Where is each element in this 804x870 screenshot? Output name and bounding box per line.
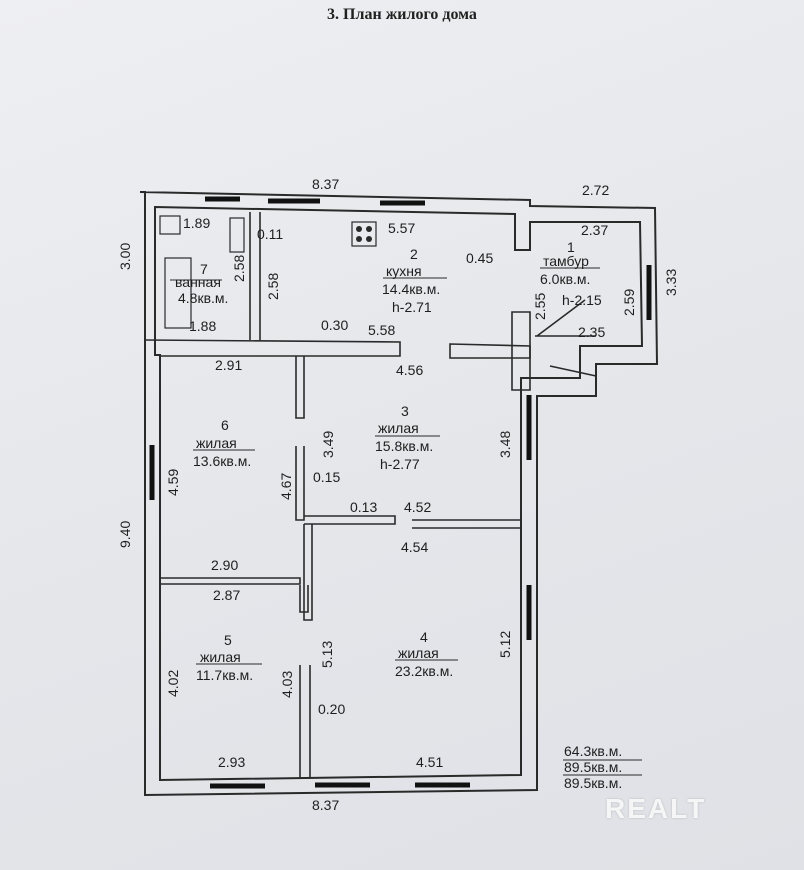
dim-left-top: 3.00 — [117, 243, 133, 270]
room-6-name: жилая — [196, 435, 237, 451]
sink-icon — [159, 215, 181, 235]
bath-fixtures — [159, 215, 245, 329]
dim-r4-bottom: 4.51 — [416, 754, 443, 770]
room-5-name: жилая — [200, 649, 241, 665]
dim-top-total: 8.37 — [312, 176, 339, 192]
dim-r5-bottom: 2.93 — [218, 754, 245, 770]
dim-r3-wall-a: 0.15 — [313, 469, 340, 485]
outer-walls — [139, 191, 659, 797]
room-4-name: жилая — [398, 645, 439, 661]
dimensions: 8.37 2.72 3.00 9.40 3.33 8.37 1.89 0.11 … — [117, 176, 679, 813]
room-3-name: жилая — [378, 420, 419, 436]
dim-r5-left: 4.02 — [165, 670, 181, 697]
room-1-number: 1 — [567, 239, 575, 255]
room-3-height: h-2.77 — [380, 456, 420, 472]
label-underlines — [170, 267, 642, 776]
stove-icon — [351, 221, 377, 247]
bathtub-icon — [164, 257, 192, 329]
dim-bath-top: 1.89 — [183, 215, 210, 231]
dim-bath-bottom: 1.88 — [189, 318, 216, 334]
room-labels: 1 тамбур 6.0кв.м. h-2.15 2 кухня 14.4кв.… — [175, 239, 602, 683]
room-7-number: 7 — [200, 261, 208, 277]
dim-kitchen-door: 0.45 — [466, 250, 493, 266]
room-3-number: 3 — [401, 403, 409, 419]
plan-title: 3. План жилого дома — [327, 6, 477, 23]
dim-r6-left: 4.59 — [165, 469, 181, 496]
windows — [149, 196, 652, 789]
room-2-height: h-2.71 — [392, 299, 432, 315]
dim-bath-mid: 0.11 — [257, 226, 283, 242]
total-living: 64.3кв.м. — [564, 743, 622, 759]
room-4-area: 23.2кв.м. — [395, 663, 453, 679]
dim-kitchen-wall: 0.30 — [321, 317, 348, 333]
room-7-area: 4.8кв.м. — [178, 290, 228, 306]
interior-walls — [144, 212, 597, 779]
dim-r3-left: 3.49 — [320, 431, 336, 458]
room-1-name: тамбур — [543, 253, 589, 269]
room-7-name: ванная — [175, 274, 221, 290]
dim-bath-inner-b: 2.58 — [265, 273, 281, 300]
dim-r3-bottom: 4.52 — [404, 499, 431, 515]
dim-r4-top: 4.54 — [401, 539, 428, 555]
dim-top-right: 2.72 — [582, 182, 609, 198]
room-5-number: 5 — [224, 632, 232, 648]
dim-r3-top: 4.56 — [396, 362, 423, 378]
dim-r5-top: 2.87 — [213, 587, 240, 603]
dim-bottom-total: 8.37 — [312, 797, 339, 813]
area-totals: 64.3кв.м. 89.5кв.м. 89.5кв.м. — [564, 743, 622, 791]
dim-left-total: 9.40 — [117, 521, 133, 548]
dim-vest-stair: 2.35 — [578, 324, 605, 340]
total-general: 89.5кв.м. — [564, 759, 622, 775]
dim-kitchen-bottom: 5.58 — [368, 322, 395, 338]
room-6-area: 13.6кв.м. — [193, 453, 251, 469]
toilet-icon — [229, 217, 245, 253]
dim-r4-wall: 0.20 — [318, 701, 345, 717]
dim-r6-top: 2.91 — [215, 357, 242, 373]
watermark-logo: REALT — [605, 793, 707, 824]
dim-r4-left: 5.13 — [319, 641, 335, 668]
dim-r5-right: 4.03 — [279, 671, 295, 698]
dim-right-vestibule: 3.33 — [663, 269, 679, 296]
room-3-area: 15.8кв.м. — [375, 438, 433, 454]
dim-r6-bottom: 2.90 — [211, 557, 238, 573]
room-2-area: 14.4кв.м. — [382, 281, 440, 297]
room-6-number: 6 — [221, 417, 229, 433]
dim-vest-top: 2.37 — [581, 222, 608, 238]
room-4-number: 4 — [420, 629, 428, 645]
dim-kitchen-top: 5.57 — [388, 220, 415, 236]
total-overall: 89.5кв.м. — [564, 775, 622, 791]
room-5-area: 11.7кв.м. — [196, 667, 253, 683]
room-2-name: кухня — [386, 263, 422, 279]
dim-vest-right: 2.59 — [621, 289, 637, 316]
dim-r3-right: 3.48 — [497, 431, 513, 458]
dim-bath-inner-a: 2.58 — [231, 255, 247, 282]
room-1-height: h-2.15 — [562, 292, 602, 308]
dim-r4-right: 5.12 — [497, 631, 513, 658]
dim-vest-left: 2.55 — [532, 293, 548, 320]
dim-r3-wall-b: 0.13 — [350, 499, 377, 515]
room-2-number: 2 — [410, 246, 418, 262]
dim-r6-right: 4.67 — [278, 473, 294, 500]
room-1-area: 6.0кв.м. — [540, 271, 590, 287]
